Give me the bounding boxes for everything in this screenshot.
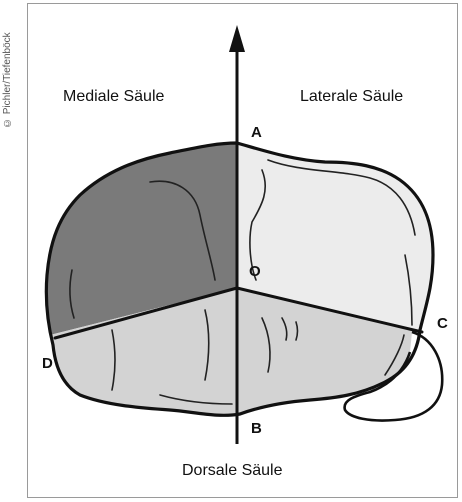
point-label-c: C bbox=[437, 315, 448, 332]
label-medial-column: Mediale Säule bbox=[63, 88, 165, 105]
label-dorsal-column: Dorsale Säule bbox=[182, 462, 283, 479]
label-lateral-column: Laterale Säule bbox=[300, 88, 403, 105]
point-label-a: A bbox=[251, 124, 262, 141]
point-label-b: B bbox=[251, 420, 262, 437]
point-label-o: O bbox=[249, 263, 261, 280]
arrow-head bbox=[229, 25, 245, 52]
point-label-d: D bbox=[42, 355, 53, 372]
